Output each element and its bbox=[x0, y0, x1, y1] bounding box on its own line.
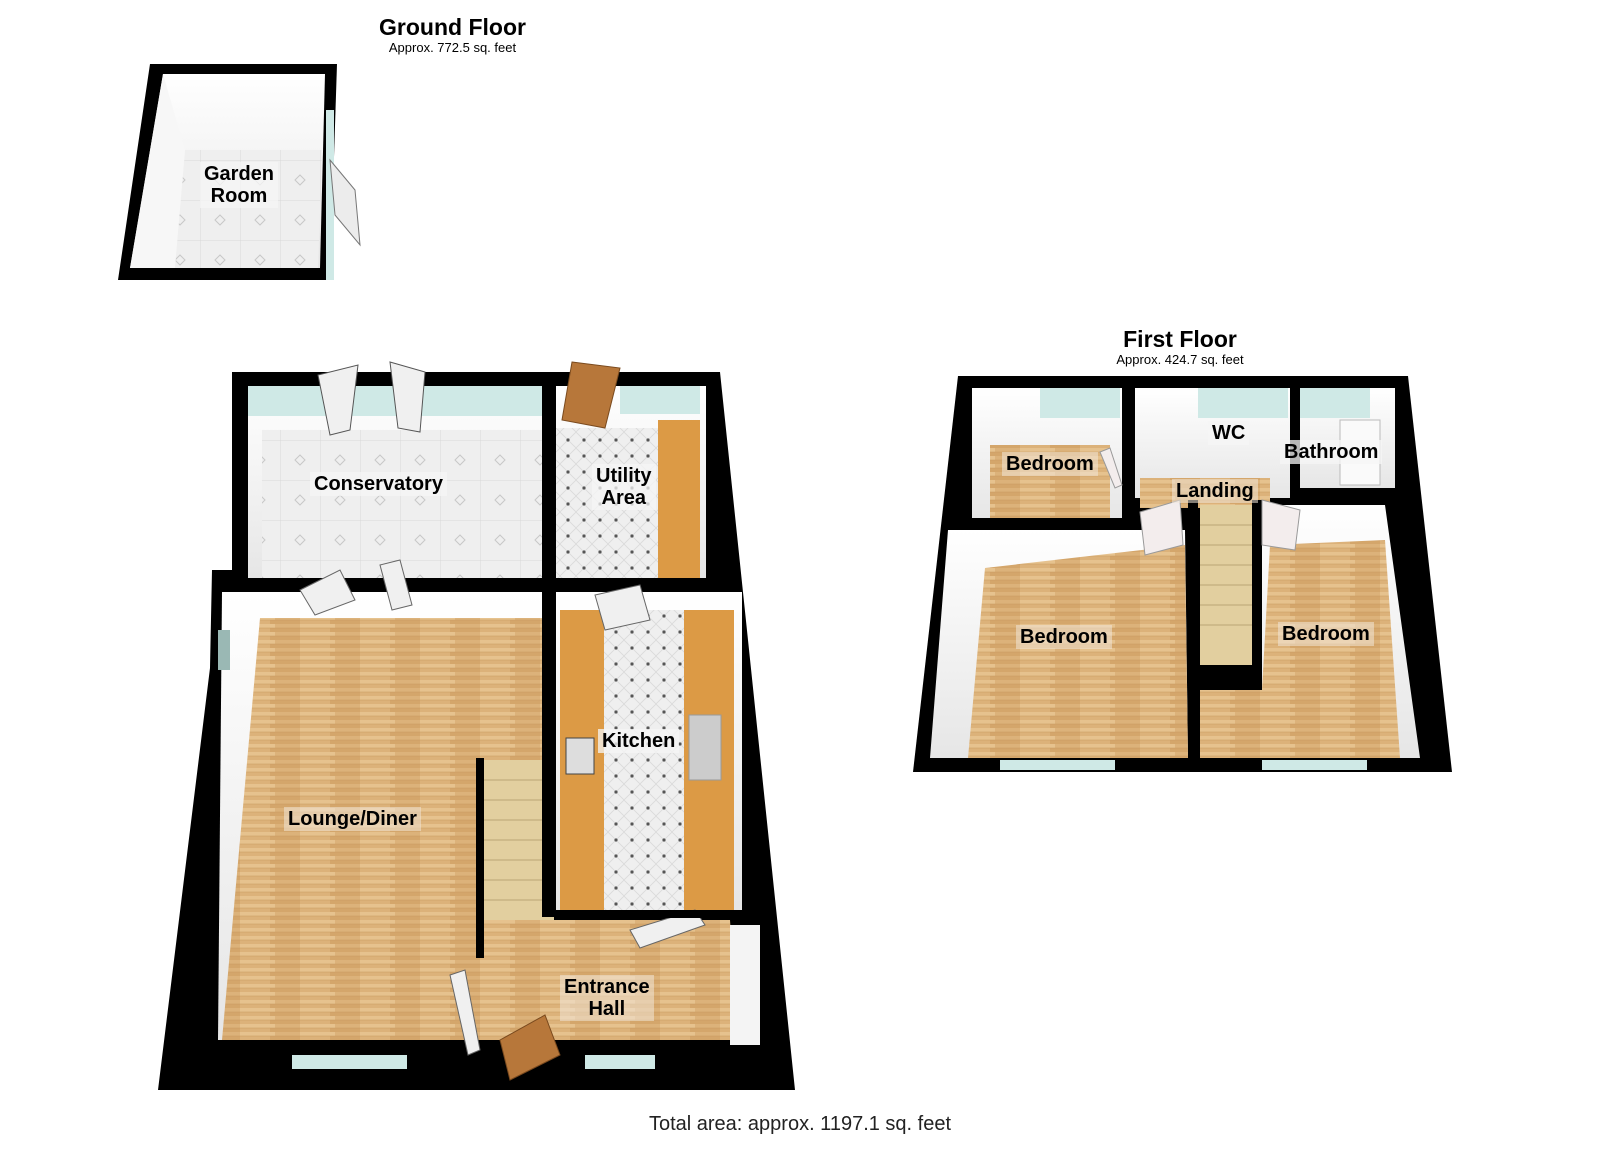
ground-floor-heading: Ground Floor Approx. 772.5 sq. feet bbox=[340, 14, 565, 55]
garden-room bbox=[118, 64, 361, 280]
room-label-garden-room: Garden Room bbox=[200, 162, 279, 208]
ground-floor-plan bbox=[158, 361, 795, 1090]
room-label-landing: Landing bbox=[1172, 479, 1258, 503]
room-label-wc: WC bbox=[1208, 421, 1250, 445]
ground-floor-title: Ground Floor bbox=[379, 14, 526, 40]
ground-floor-area: Approx. 772.5 sq. feet bbox=[388, 40, 517, 55]
room-label-conservatory: Conservatory bbox=[310, 472, 447, 496]
room-label-lounge-diner: Lounge/Diner bbox=[284, 807, 421, 831]
room-label-kitchen: Kitchen bbox=[598, 729, 680, 753]
first-floor-plan bbox=[913, 376, 1452, 772]
room-label-bathroom: Bathroom bbox=[1280, 440, 1383, 464]
first-floor-area: Approx. 424.7 sq. feet bbox=[1116, 352, 1244, 367]
room-label-bedroom-right: Bedroom bbox=[1278, 622, 1374, 646]
room-label-utility-area: Utility Area bbox=[592, 464, 656, 510]
room-label-entrance-hall: Entrance Hall bbox=[560, 975, 654, 1021]
room-label-bedroom-left: Bedroom bbox=[1016, 625, 1112, 649]
room-label-bedroom-small: Bedroom bbox=[1002, 452, 1098, 476]
total-area: Total area: approx. 1197.1 sq. feet bbox=[648, 1113, 952, 1135]
first-floor-heading: First Floor Approx. 424.7 sq. feet bbox=[1080, 326, 1280, 367]
first-floor-title: First Floor bbox=[1123, 326, 1237, 352]
